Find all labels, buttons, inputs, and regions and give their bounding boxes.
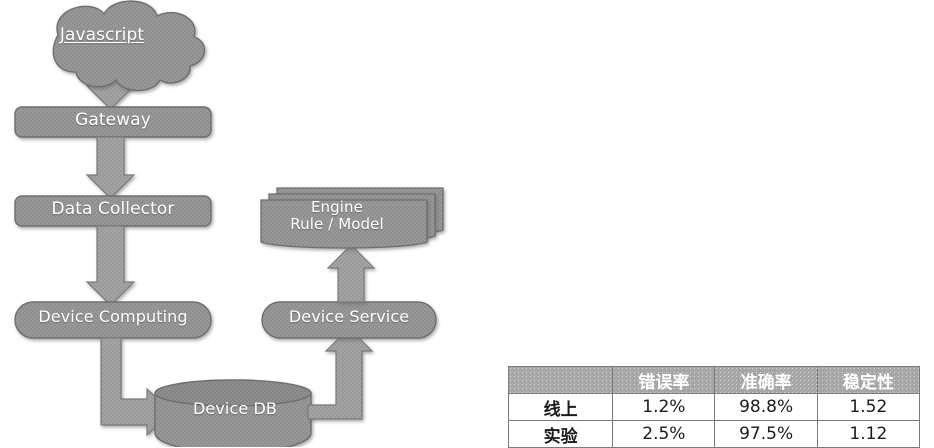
table-header-error-rate: 错误率 (612, 366, 716, 394)
cell-experiment-accuracy: 97.5% (714, 420, 818, 448)
cell-online-error-rate: 1.2% (612, 393, 716, 421)
table-header-corner (507, 366, 614, 394)
cell-experiment-stability: 1.12 (816, 420, 921, 448)
edge-collector-to-device-computing (85, 225, 136, 306)
node-engine-rule-model[interactable] (260, 187, 444, 249)
node-device-db[interactable] (154, 379, 312, 447)
row-label-experiment: 实验 (507, 420, 614, 448)
table-header-row: 错误率 准确率 稳定性 (507, 366, 921, 394)
cell-online-stability: 1.52 (816, 393, 921, 421)
cell-online-accuracy: 98.8% (714, 393, 818, 421)
row-label-online: 线上 (507, 393, 614, 421)
edge-gateway-to-collector (85, 136, 136, 199)
table-header-stability: 稳定性 (816, 366, 921, 394)
edge-device-db-to-device-service (307, 327, 374, 420)
node-device-service[interactable] (261, 301, 437, 339)
node-data-collector[interactable] (14, 195, 212, 227)
metrics-table: 错误率 准确率 稳定性 线上 1.2% 98.8% 1.52 实验 2.5% 9… (507, 366, 921, 448)
table-row: 实验 2.5% 97.5% 1.12 (507, 420, 921, 448)
edge-device-service-to-engine (326, 244, 376, 303)
node-javascript[interactable] (52, 0, 206, 92)
cell-experiment-error-rate: 2.5% (612, 420, 716, 448)
node-device-computing[interactable] (14, 301, 212, 339)
table-row: 线上 1.2% 98.8% 1.52 (507, 393, 921, 421)
table-header-accuracy: 准确率 (714, 366, 818, 394)
node-gateway[interactable] (14, 106, 212, 138)
